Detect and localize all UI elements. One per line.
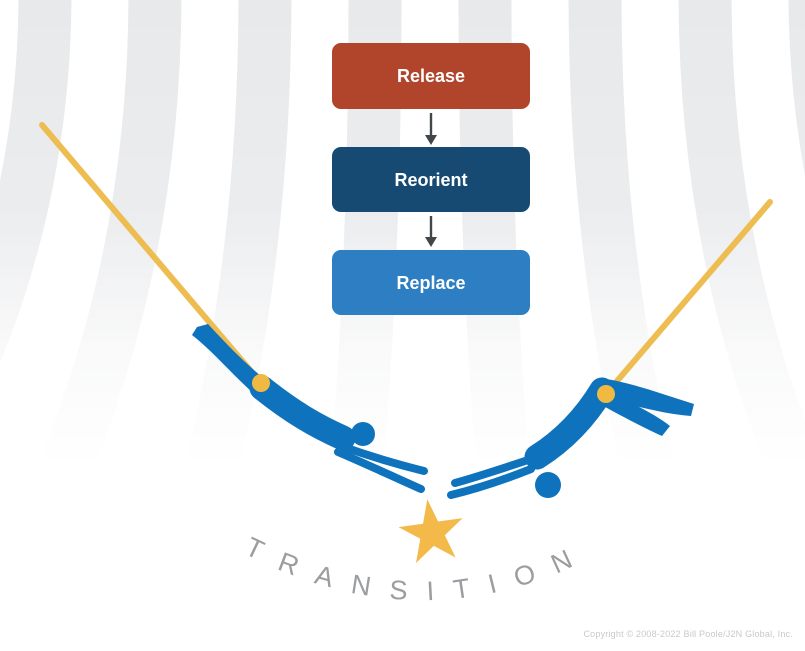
flow-box-release-label: Release — [397, 66, 465, 86]
copyright-notice: Copyright © 2008-2022 Bill Poole/J2N Glo… — [583, 629, 793, 639]
arrow-head — [425, 135, 437, 145]
trapeze-artist-right — [447, 377, 694, 499]
transition-arc-label: TRANSITION — [241, 532, 595, 607]
flow-box-reorient — [332, 147, 530, 212]
rope-grip-dot-left — [252, 374, 270, 392]
flow-box-release — [332, 43, 530, 109]
artist-right-torso — [524, 377, 615, 470]
arrow-head — [425, 237, 437, 247]
artist-right-leg-upper — [599, 378, 694, 416]
down-arrow-icon-2 — [425, 216, 437, 247]
down-arrow-icon-1 — [425, 113, 437, 145]
trapeze-artist-left — [192, 324, 428, 493]
artist-right-leg-lower — [596, 390, 670, 436]
rope-grip-dot-right — [597, 385, 615, 403]
tent-stripe — [39, 0, 182, 481]
artist-right-arm-upper — [451, 456, 532, 487]
rope-grip-dots — [252, 374, 615, 403]
artist-right-arm-lower — [447, 465, 535, 499]
flow-box-replace-label: Replace — [396, 273, 465, 293]
trapeze-rope-left — [39, 122, 264, 386]
tent-stripe — [678, 0, 805, 481]
flow-diagram: Release Reorient Replace — [332, 43, 530, 315]
star-icon — [398, 499, 463, 563]
artist-left-arm-lower — [334, 448, 425, 493]
trapeze-rope-right — [603, 199, 773, 397]
flow-box-replace — [332, 250, 530, 315]
trapeze-ropes — [39, 122, 773, 397]
tent-stripe — [185, 0, 292, 477]
artist-left-torso — [249, 375, 356, 451]
flow-box-reorient-label: Reorient — [394, 170, 467, 190]
artist-left-arm-upper — [340, 443, 428, 475]
artist-left-head — [351, 422, 375, 446]
artist-right-head — [535, 472, 561, 498]
tent-stripe — [0, 0, 72, 364]
